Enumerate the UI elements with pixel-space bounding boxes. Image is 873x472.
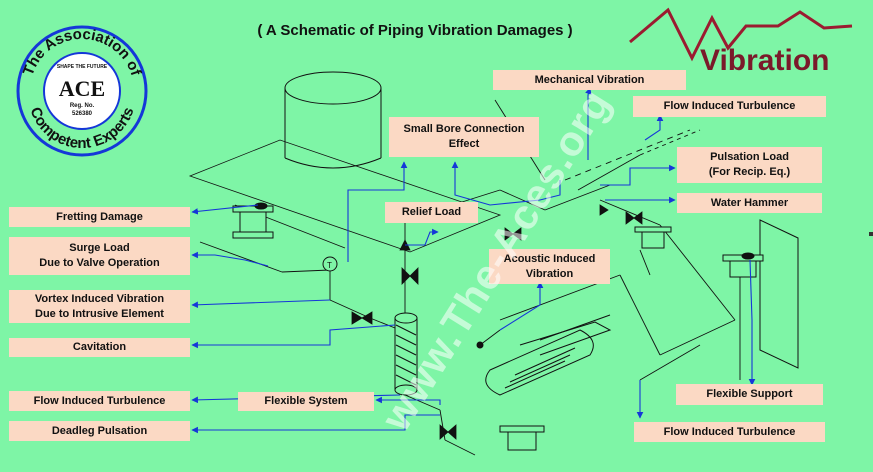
tank-foundation bbox=[188, 139, 502, 253]
pipe-lines bbox=[199, 99, 741, 456]
label-water-hammer: Water Hammer bbox=[677, 193, 822, 213]
label-flow-turbulence-top: Flow Induced Turbulence bbox=[633, 96, 826, 117]
svg-text:T: T bbox=[327, 261, 332, 270]
label-cavitation: Cavitation bbox=[9, 338, 190, 357]
valves bbox=[351, 204, 643, 440]
heat-exchanger bbox=[485, 314, 612, 396]
label-flow-turbulence-left: Flow Induced Turbulence bbox=[9, 391, 190, 411]
label-small-bore-connection: Small Bore Connection Effect bbox=[389, 117, 539, 157]
label-flexible-support: Flexible Support bbox=[676, 384, 823, 405]
label-deadleg-pulsation: Deadleg Pulsation bbox=[9, 421, 190, 441]
page-title: ( A Schematic of Piping Vibration Damage… bbox=[257, 22, 573, 39]
label-pulsation-load: Pulsation Load (For Recip. Eq.) bbox=[677, 147, 822, 183]
label-mechanical-vibration: Mechanical Vibration bbox=[493, 70, 686, 90]
label-surge-load: Surge Load Due to Valve Operation bbox=[9, 237, 190, 275]
label-vortex-vibration: Vortex Induced Vibration Due to Intrusiv… bbox=[9, 290, 190, 323]
support-frame bbox=[759, 219, 799, 369]
label-flexible-system: Flexible System bbox=[238, 392, 374, 411]
ace-tagline: SHAPE THE FUTURE bbox=[57, 64, 108, 70]
ace-reg-number: 526380 bbox=[72, 111, 93, 117]
label-flow-turbulence-bottom: Flow Induced Turbulence bbox=[634, 422, 825, 442]
edge-marker bbox=[869, 232, 873, 236]
ace-reg-label: Reg. No. bbox=[70, 103, 95, 109]
storage-tank bbox=[284, 71, 382, 169]
label-acoustic-vibration: Acoustic Induced Vibration bbox=[489, 249, 610, 284]
vibration-logo-text: Vibration bbox=[700, 44, 829, 76]
vibration-logo: Vibration bbox=[629, 7, 853, 76]
ace-name: ACE bbox=[59, 76, 105, 101]
pipe-shoes bbox=[232, 202, 764, 451]
temperature-instrument: T bbox=[322, 256, 338, 272]
label-fretting-damage: Fretting Damage bbox=[9, 207, 190, 227]
ace-logo: The Association of Competent Experts SHA… bbox=[16, 25, 148, 157]
label-relief-load: Relief Load bbox=[385, 202, 478, 223]
vertical-vessel bbox=[394, 312, 418, 396]
